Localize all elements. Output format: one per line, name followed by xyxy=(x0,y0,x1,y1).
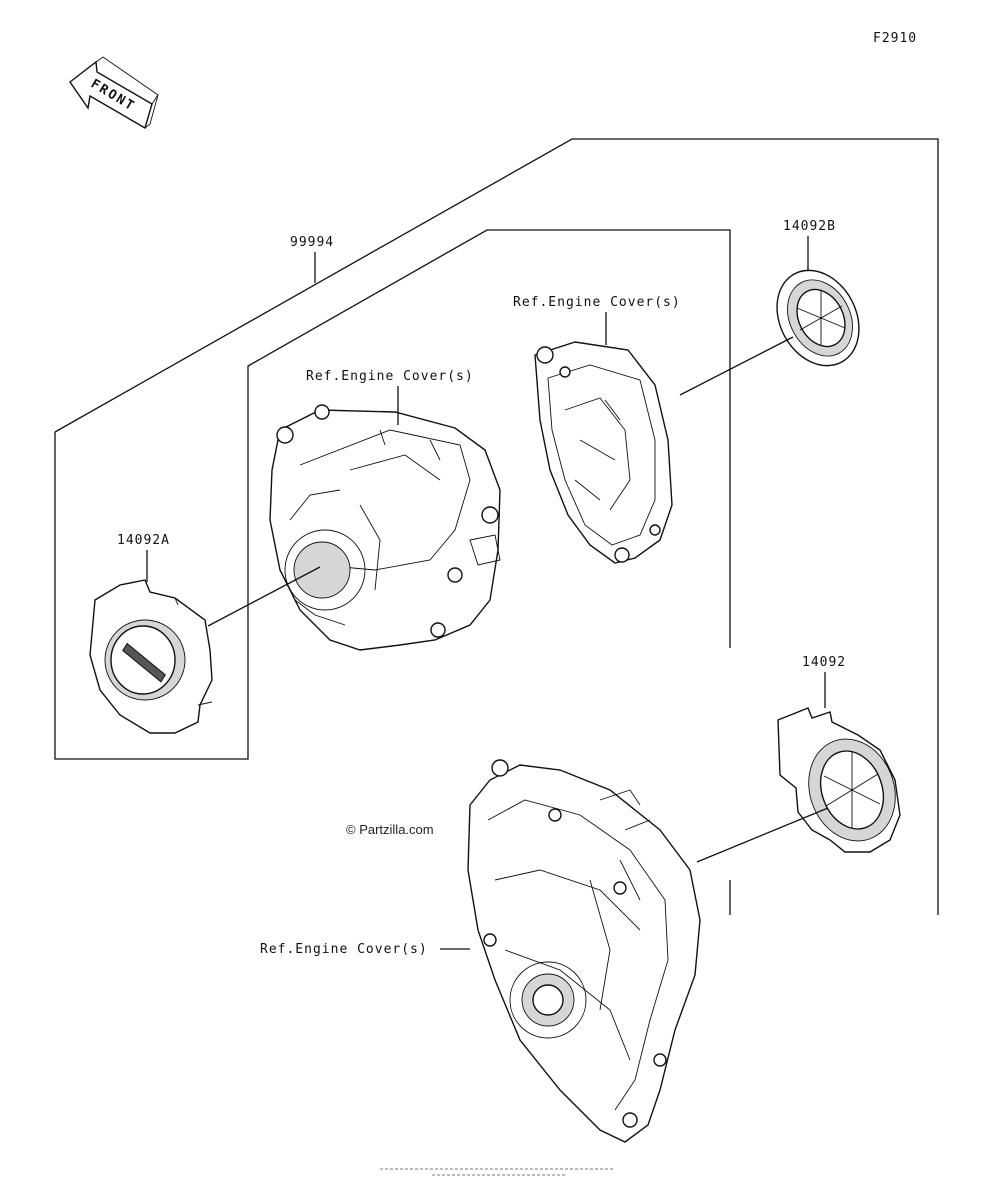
engine-cover-left xyxy=(269,404,501,651)
connector-14092-to-cover xyxy=(696,807,829,863)
kit-boundary-outer xyxy=(54,138,939,915)
label-ref-engine-cover-2: Ref.Engine Cover(s) xyxy=(513,295,681,310)
label-part-14092: 14092 xyxy=(802,655,846,670)
kit-boundary-left xyxy=(54,229,731,760)
connector-14092B-to-cover xyxy=(679,336,794,396)
part-14092A-cover xyxy=(89,579,213,734)
label-kit-99994: 99994 xyxy=(290,235,334,250)
label-ref-engine-cover-3: Ref.Engine Cover(s) xyxy=(260,942,428,957)
engine-cover-center xyxy=(534,341,673,564)
front-arrow-icon: FRONT xyxy=(69,56,159,130)
connector-14092A-to-cover xyxy=(207,566,321,627)
engine-cover-lower xyxy=(467,759,701,1143)
part-14092B-cover xyxy=(776,269,860,367)
label-part-14092A: 14092A xyxy=(117,533,170,548)
watermark: © Partzilla.com xyxy=(346,822,434,837)
label-ref-engine-cover-1: Ref.Engine Cover(s) xyxy=(306,369,474,384)
figure-code: F2910 xyxy=(873,31,917,46)
fine-print-band xyxy=(380,1168,615,1176)
label-part-14092B: 14092B xyxy=(783,219,836,234)
part-14092-cover xyxy=(777,707,901,853)
